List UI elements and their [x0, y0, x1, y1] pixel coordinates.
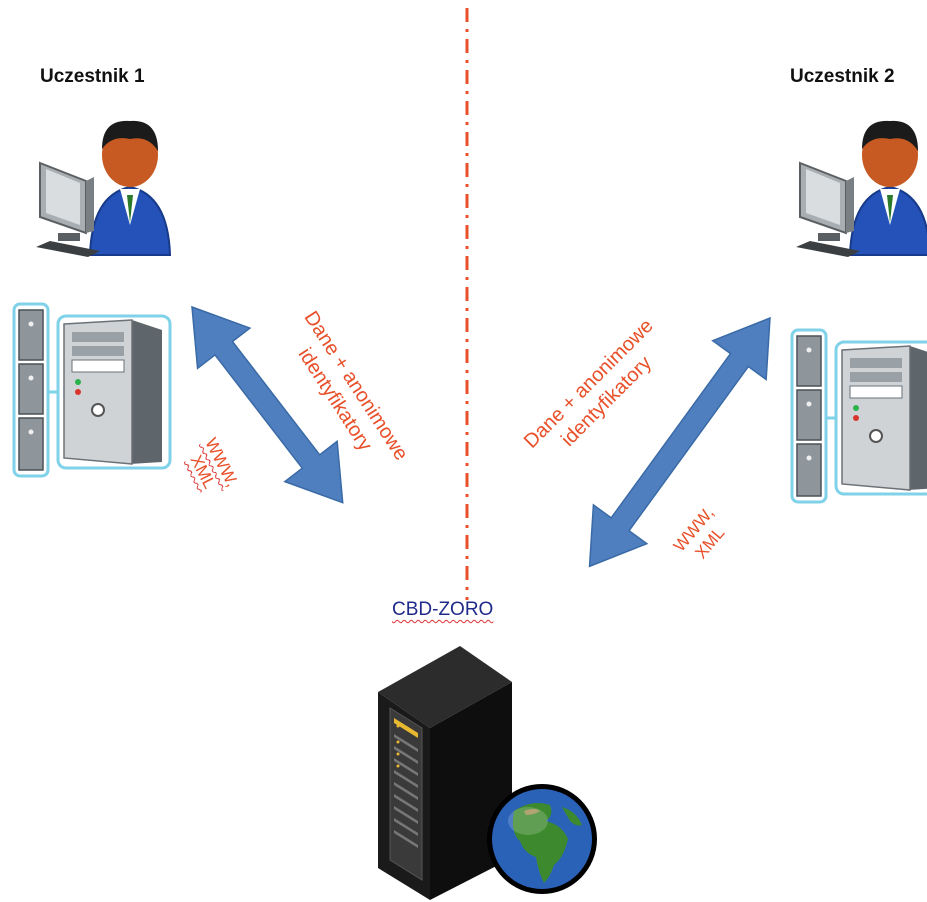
workstation-tower-icon: [12, 302, 172, 478]
server-label: CBD-ZORO: [392, 599, 494, 620]
participant-2-label: Uczestnik 2: [790, 66, 895, 87]
user-at-computer-icon: [36, 120, 172, 257]
globe-icon: [487, 784, 597, 894]
participant-1-label: Uczestnik 1: [40, 66, 145, 87]
user-at-computer-icon: [796, 120, 927, 257]
workstation-tower-icon: [790, 328, 927, 504]
